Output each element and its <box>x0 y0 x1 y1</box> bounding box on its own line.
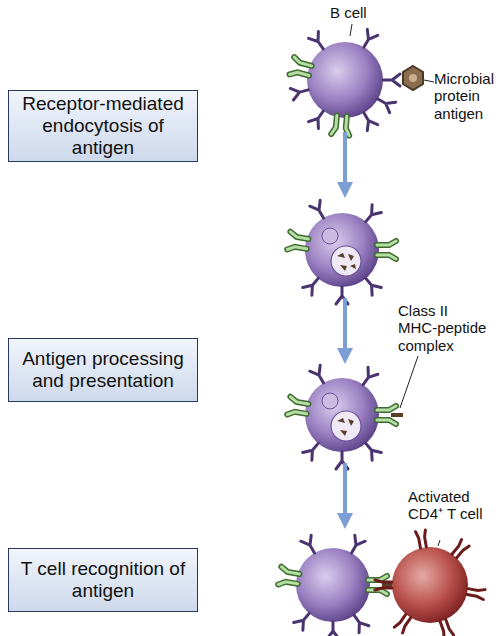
antibody-receptor <box>361 439 381 460</box>
t-cell-receptor <box>451 540 470 559</box>
antibody-receptor <box>375 94 396 113</box>
t-cell-receptor <box>438 619 453 636</box>
b-cell <box>305 378 379 452</box>
mhc-molecule <box>290 57 313 79</box>
callout-label: Class II MHC-peptide complex <box>398 302 490 354</box>
step-arrow <box>343 298 347 356</box>
step-text: T cell recognition of antigen <box>15 558 191 602</box>
microbial-antigen <box>403 66 423 90</box>
callout-label: B cell <box>330 4 367 21</box>
peptide <box>391 413 403 417</box>
antibody-receptor <box>361 274 381 295</box>
leader-line <box>400 356 418 408</box>
step-arrow <box>343 132 347 190</box>
mhc-molecule <box>287 232 309 253</box>
antibody-receptor <box>303 439 323 460</box>
step-text: Antigen processing and presentation <box>15 348 191 392</box>
callout-label: Microbial protein antigen <box>434 70 499 122</box>
callout-label: Activated CD4⁺ T cell <box>408 488 484 523</box>
antibody-receptor <box>294 609 314 630</box>
step-box: T cell recognition of antigen <box>8 548 198 612</box>
mhc-molecule <box>331 115 351 135</box>
microbial-antigen <box>409 74 417 82</box>
peptide <box>382 583 392 587</box>
mhc-molecule <box>287 397 309 418</box>
t-cell-receptor <box>416 530 429 548</box>
step-text: Receptor-mediated endocytosis of antigen <box>15 93 191 159</box>
endosome <box>331 246 361 276</box>
leader-line <box>438 540 440 546</box>
peptide-fragment <box>337 418 354 436</box>
b-cell <box>305 213 379 287</box>
mhc-molecule <box>278 567 300 588</box>
b-cell <box>307 42 383 118</box>
antibody-receptor <box>290 84 310 100</box>
antibody-receptor <box>309 108 329 129</box>
t-cell-receptor <box>375 580 392 590</box>
vesicle <box>322 393 338 409</box>
antibody-receptor <box>310 365 329 386</box>
antibody-receptor <box>358 367 378 388</box>
vesicle <box>322 228 338 244</box>
antibody-receptor <box>310 200 329 221</box>
antibody-receptor <box>361 205 381 226</box>
t-cell-receptor <box>467 587 485 600</box>
leader-line <box>350 24 352 36</box>
endosome <box>331 411 361 441</box>
antibody-receptor <box>303 274 323 295</box>
t-cell-receptor <box>394 613 412 633</box>
antibody-receptor <box>309 32 329 53</box>
step-box: Receptor-mediated endocytosis of antigen <box>8 90 198 162</box>
antibody-receptor <box>349 612 369 633</box>
antibody-receptor <box>359 29 378 50</box>
leader-line <box>424 80 434 82</box>
peptide-fragment <box>337 253 356 271</box>
antibody-receptor <box>383 74 400 86</box>
antibody-receptor <box>346 535 365 556</box>
step-arrow <box>343 463 347 521</box>
mhc-molecule <box>377 241 396 259</box>
antibody-receptor <box>301 535 320 556</box>
antibody-receptor <box>327 622 339 636</box>
b-cell <box>296 548 370 622</box>
step-box: Antigen processing and presentation <box>8 338 198 402</box>
antibody-receptor <box>359 110 378 131</box>
